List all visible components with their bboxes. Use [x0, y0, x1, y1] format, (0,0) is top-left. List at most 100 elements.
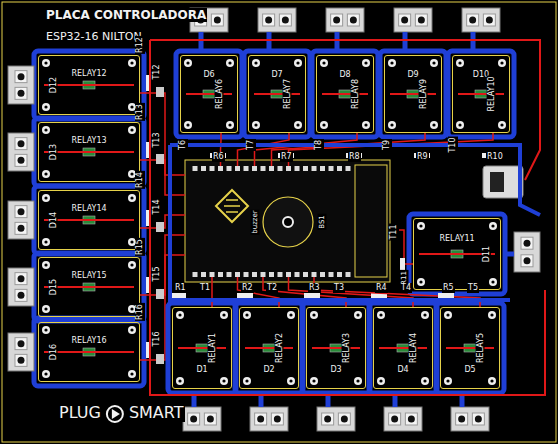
terminal-pad [15, 222, 27, 234]
copper-trace [150, 40, 540, 180]
module-pin [210, 272, 215, 277]
resistor-label: R12 [135, 36, 145, 54]
terminal-pad [322, 413, 334, 425]
relay-module: D8RELAY8 [316, 55, 374, 133]
terminal-hole [18, 275, 25, 282]
relay-pad [421, 311, 429, 319]
relay-pad [294, 59, 302, 67]
terminal-pad [405, 413, 417, 425]
relay-hole [222, 313, 225, 316]
transistor-label: T6 [178, 139, 188, 151]
board-title: PLACA CONTROLADORA [45, 8, 207, 22]
module-pin [235, 272, 240, 277]
module-pin [312, 166, 317, 171]
copper-trace [314, 277, 480, 307]
module-pin [235, 166, 240, 171]
relay-hole [44, 372, 47, 375]
relay-hole [130, 307, 133, 310]
relay-pad [444, 311, 452, 319]
copper-trace [44, 351, 134, 353]
terminal-pad [255, 413, 267, 425]
terminal-hole [18, 140, 25, 147]
terminal-hole [257, 416, 264, 423]
relay-hole [44, 307, 47, 310]
relay-pad [226, 121, 234, 129]
module-logo [224, 200, 240, 212]
copper-trace [289, 133, 494, 166]
module-logo [216, 190, 248, 222]
diode-label: D15 [49, 278, 58, 296]
copper-pour [436, 303, 504, 393]
resistor-symbol [237, 293, 253, 298]
terminal-hole [18, 225, 25, 232]
relay-hole [379, 313, 382, 316]
module-pin [269, 272, 274, 277]
resistor-label: R6 [212, 152, 225, 162]
copper-pour [34, 51, 144, 119]
relay-hole [419, 224, 422, 227]
relay-hole [390, 61, 393, 64]
module-pin [244, 166, 249, 171]
copper-pour [267, 32, 272, 51]
relay-pad [362, 59, 370, 67]
terminal-hole [469, 17, 476, 24]
terminal-pad [263, 14, 275, 26]
copper-pour [235, 303, 303, 393]
copper-trace [245, 347, 293, 349]
relay-hole [500, 123, 503, 126]
relay-hole [419, 280, 422, 283]
terminal-block [250, 407, 288, 431]
module-pin [252, 166, 257, 171]
module-pin [201, 272, 206, 277]
relay-label: RELAY4 [409, 332, 418, 364]
relay-label: RELAY14 [70, 204, 107, 213]
relay-pad [388, 59, 396, 67]
relay-pad [362, 121, 370, 129]
copper-pour [403, 32, 408, 51]
terminal-block [451, 407, 489, 431]
relay-pad [176, 311, 184, 319]
relay-label: RELAY2 [275, 332, 284, 364]
transistor-label: T11 [389, 223, 399, 240]
transistor-symbol [156, 289, 164, 299]
relay-hole [432, 123, 435, 126]
relay-module: D15RELAY15 [38, 257, 140, 317]
copper-trace [458, 93, 504, 95]
copper-trace [140, 160, 185, 195]
relay-hole [254, 123, 257, 126]
relay-pad [128, 326, 136, 334]
relay-pad [128, 261, 136, 269]
terminal-hole [458, 416, 465, 423]
copper-pour [380, 51, 446, 137]
relay-hole [491, 224, 494, 227]
brand-icon [107, 406, 123, 422]
relay-pad [287, 377, 295, 385]
transistor-label: T2 [266, 283, 278, 293]
module-pin [320, 166, 325, 171]
relay-hole [178, 313, 181, 316]
relay-pad [498, 59, 506, 67]
terminal-pad [338, 413, 350, 425]
relay-hole [44, 172, 47, 175]
copper-trace [44, 286, 134, 288]
relay-hole [130, 61, 133, 64]
transistor-label: T1 [199, 283, 211, 293]
relay-hole [390, 123, 393, 126]
terminal-hole [391, 416, 398, 423]
terminal-hole [418, 17, 425, 24]
relay-hole [322, 123, 325, 126]
terminal-hole [190, 416, 197, 423]
brand-logo: PLUG [58, 404, 102, 422]
copper-trace [211, 277, 213, 307]
relay-pad [42, 305, 50, 313]
terminal-pad [15, 289, 27, 301]
relay-hole [178, 379, 181, 382]
module-pin [303, 166, 308, 171]
terminal-pad [15, 354, 27, 366]
relay-hole [446, 379, 449, 382]
relay-hole [423, 379, 426, 382]
terminal-hole [475, 416, 482, 423]
module-pin [218, 272, 223, 277]
terminal-block [183, 407, 221, 431]
module-pin [244, 272, 249, 277]
